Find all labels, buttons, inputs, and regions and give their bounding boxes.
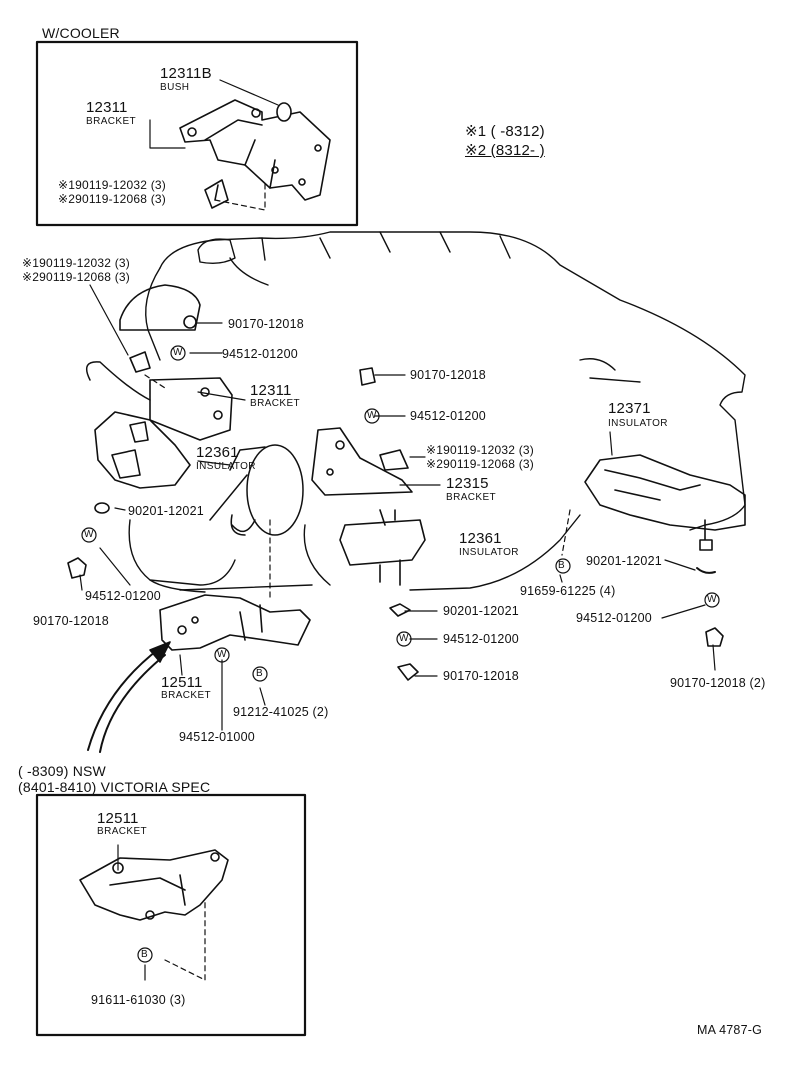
nut-part-number: 90170-12018: [228, 317, 304, 331]
nsw-inset-box: [35, 793, 307, 1037]
bolt-part-number: 91659-61225 (4): [520, 584, 616, 598]
bracket-part-name: BRACKET: [86, 116, 137, 127]
washer-part-number: 94512-01200: [443, 632, 519, 646]
b-marker: B: [558, 560, 565, 571]
wcooler-title: W/COOLER: [42, 25, 120, 41]
nut-part-number: 90170-12018: [33, 614, 109, 628]
washer-part-number: 94512-01200: [85, 589, 161, 603]
nut-part-number: 90170-12018: [410, 368, 486, 382]
solid-leaders: [79, 79, 716, 981]
bracket-part-number: 12311: [86, 99, 128, 116]
bolt-part-number: 91212-41025 (2): [233, 705, 329, 719]
bolt-part-number: ※190119-12032 (3): [22, 256, 130, 270]
w-marker: W: [399, 633, 409, 644]
bracket-part-name: BRACKET: [446, 492, 497, 503]
bracket-part-number: 12511: [97, 810, 139, 827]
bolt-part-number: ※190119-12032 (3): [426, 443, 534, 457]
center-mount-drawing: [311, 367, 426, 681]
washer-part-number: 90201-12021: [586, 554, 662, 568]
wcooler-inset-box: [35, 40, 359, 227]
w-marker: W: [173, 347, 183, 358]
insulator-part-name: INSULATOR: [196, 461, 256, 472]
nsw-applicability-line-2: (8401-8410) VICTORIA SPEC: [18, 779, 211, 795]
figure-code: MA 4787-G: [697, 1023, 763, 1037]
dashed-leaders: [144, 179, 571, 981]
engine-block-outline: [128, 231, 746, 593]
washer-part-number: 94512-01000: [179, 730, 255, 744]
nsw-applicability-line-1: ( -8309) NSW: [18, 763, 106, 779]
nsw-bracket-drawing: [79, 849, 229, 921]
wcooler-bracket-drawing: [179, 99, 331, 209]
bracket-part-name: BRACKET: [97, 826, 148, 837]
washer-part-number: 90201-12021: [128, 504, 204, 518]
bolt-part-number: 91611-61030 (3): [91, 993, 186, 1007]
b-marker: B: [141, 949, 148, 960]
bush-part-number: 12311B: [160, 65, 212, 82]
nut-part-number: 90170-12018: [443, 669, 519, 683]
legend-line-1: ※1 ( -8312): [465, 123, 545, 140]
lower-bracket-drawing: [159, 594, 311, 651]
insulator-part-name: INSULATOR: [608, 418, 668, 429]
insulator-part-number: 12371: [608, 400, 651, 417]
legend-line-2: ※2 (8312- ): [465, 142, 545, 159]
callout-arrow: [87, 641, 171, 753]
right-insulator-drawing: [584, 454, 746, 647]
bracket-part-name: BRACKET: [161, 690, 212, 701]
left-mount-drawing: [67, 284, 233, 579]
bracket-part-number: 12311: [250, 382, 292, 399]
bolt-part-number: ※190119-12032 (3): [58, 178, 166, 192]
bolt-part-number: ※290119-12068 (3): [426, 457, 534, 471]
circle-markers: [81, 345, 720, 963]
w-marker: W: [217, 649, 227, 660]
bracket-part-number: 12511: [161, 674, 203, 691]
insulator-part-name: INSULATOR: [459, 547, 519, 558]
exhaust-pipe-shape: [85, 361, 304, 536]
bracket-part-number: 12315: [446, 475, 489, 492]
insulator-part-number: 12361: [196, 444, 239, 461]
washer-part-number: 94512-01200: [576, 611, 652, 625]
bracket-part-name: BRACKET: [250, 398, 301, 409]
w-marker: W: [367, 410, 377, 421]
washer-part-number: 90201-12021: [443, 604, 519, 618]
w-marker: W: [84, 529, 94, 540]
bush-part-name: BUSH: [160, 82, 190, 93]
insulator-part-number: 12361: [459, 530, 502, 547]
b-marker: B: [256, 668, 263, 679]
washer-part-number: 94512-01200: [222, 347, 298, 361]
washer-part-number: 94512-01200: [410, 409, 486, 423]
bolt-part-number: ※290119-12068 (3): [58, 192, 166, 206]
w-marker: W: [707, 594, 717, 605]
nut-part-number: 90170-12018 (2): [670, 676, 766, 690]
bolt-part-number: ※290119-12068 (3): [22, 270, 130, 284]
